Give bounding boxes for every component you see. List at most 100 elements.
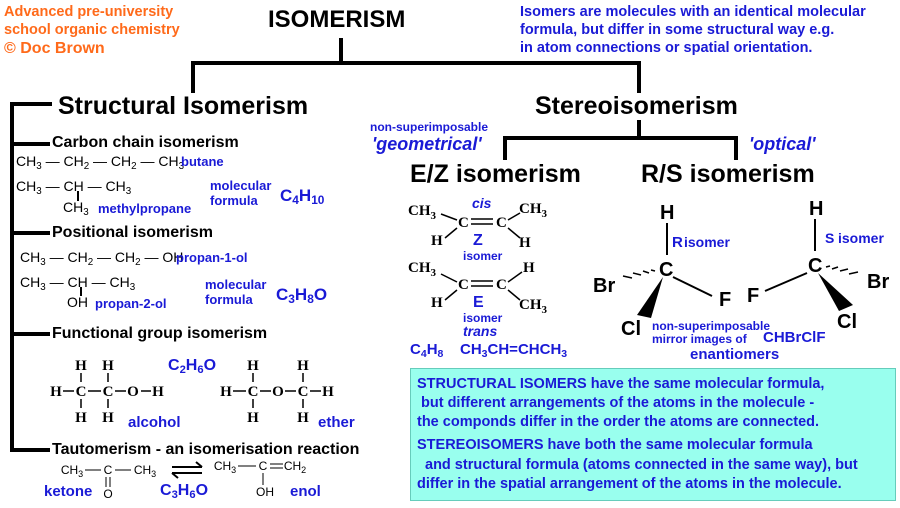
svg-text:H: H bbox=[297, 410, 309, 426]
alcohol-label: alcohol bbox=[128, 414, 181, 431]
optical-label: 'optical' bbox=[749, 134, 816, 154]
positional-mf-label: molecular formula bbox=[205, 277, 267, 307]
stereo-heading: Stereoisomerism bbox=[535, 92, 738, 120]
svg-text:OH: OH bbox=[256, 485, 274, 499]
summary-p1-line2: but different arrangements of the atoms … bbox=[421, 395, 815, 411]
svg-text:isomer: isomer bbox=[838, 230, 884, 246]
credit-line-2: school organic chemistry bbox=[4, 22, 180, 38]
svg-text:C: C bbox=[259, 459, 268, 473]
summary-p1-line1: STRUCTURAL ISOMERS have the same molecul… bbox=[417, 376, 825, 392]
propan2ol-bond bbox=[80, 287, 82, 296]
rs-heading: R/S isomerism bbox=[641, 160, 815, 188]
svg-text:H: H bbox=[297, 358, 309, 374]
functional-mf: C2H6O bbox=[168, 357, 217, 376]
e-isomer-label: isomer bbox=[463, 311, 503, 325]
svg-text:H: H bbox=[431, 233, 443, 249]
credit-line-3: © Doc Brown bbox=[4, 40, 105, 57]
svg-text:H: H bbox=[220, 384, 232, 400]
svg-text:O: O bbox=[103, 487, 112, 501]
propan2ol-label: propan-2-ol bbox=[95, 296, 167, 311]
svg-text:O: O bbox=[272, 384, 284, 400]
svg-text:H: H bbox=[152, 384, 164, 400]
svg-text:Cl: Cl bbox=[837, 311, 857, 333]
ether-label: ether bbox=[318, 414, 355, 431]
summary-box: STRUCTURAL ISOMERS have the same molecul… bbox=[410, 368, 896, 501]
svg-text:C: C bbox=[103, 384, 114, 400]
credit-line-1: Advanced pre-university bbox=[4, 4, 174, 20]
rs-structures: H C Br F Cl H C F Br Cl R isomer bbox=[593, 198, 889, 340]
geometrical-note: non-superimposable bbox=[370, 120, 489, 134]
svg-text:CH3: CH3 bbox=[408, 260, 437, 279]
rs-compound: CHBrClF bbox=[763, 329, 826, 346]
methylpropane-formula: CH3 — CH — CH3 bbox=[16, 178, 132, 197]
methylpropane-bond bbox=[77, 191, 79, 201]
e-label: E bbox=[473, 294, 484, 311]
svg-text:H: H bbox=[75, 410, 87, 426]
svg-text:H: H bbox=[102, 358, 114, 374]
functional-heading: Functional group isomerism bbox=[52, 325, 268, 342]
z-isomer-label: isomer bbox=[463, 249, 503, 263]
definition-line-2: formula, but differ in some structural w… bbox=[520, 22, 835, 38]
rs-note-1: non-superimposable bbox=[652, 319, 771, 333]
svg-text:C: C bbox=[458, 215, 469, 231]
ez-condensed-formula: CH3CH=CHCH3 bbox=[460, 341, 568, 360]
svg-text:CH3: CH3 bbox=[408, 203, 437, 222]
methylpropane-branch: CH3 bbox=[63, 199, 89, 218]
tautomerism-mf: C3H6O bbox=[160, 482, 209, 501]
definition-line-1: Isomers are molecules with an identical … bbox=[520, 4, 866, 20]
z-label: Z bbox=[473, 232, 483, 249]
svg-text:H: H bbox=[519, 235, 531, 251]
definition-line-3: in atom connections or spatial orientati… bbox=[520, 40, 813, 56]
svg-text:R: R bbox=[672, 234, 683, 251]
butane-formula: CH3 — CH2 — CH2 — CH3 bbox=[16, 153, 185, 172]
svg-text:C: C bbox=[76, 384, 87, 400]
svg-text:C: C bbox=[458, 277, 469, 293]
carbon-chain-heading: Carbon chain isomerism bbox=[52, 134, 239, 151]
svg-text:CH3: CH3 bbox=[61, 463, 83, 479]
propan1ol-formula: CH3 — CH2 — CH2 — OH bbox=[20, 249, 184, 268]
svg-text:Br: Br bbox=[867, 271, 889, 293]
svg-text:H: H bbox=[50, 384, 62, 400]
svg-text:H: H bbox=[322, 384, 334, 400]
ez-heading: E/Z isomerism bbox=[410, 160, 581, 188]
svg-text:H: H bbox=[247, 410, 259, 426]
svg-text:H: H bbox=[75, 358, 87, 374]
svg-text:H: H bbox=[660, 202, 674, 224]
svg-text:F: F bbox=[719, 289, 731, 311]
tautomerism-heading: Tautomerism - an isomerisation reaction bbox=[52, 441, 360, 458]
positional-heading: Positional isomerism bbox=[52, 224, 213, 241]
svg-text:C: C bbox=[808, 255, 822, 277]
svg-text:Br: Br bbox=[593, 275, 615, 297]
svg-text:H: H bbox=[102, 410, 114, 426]
geometrical-label: 'geometrical' bbox=[372, 134, 482, 154]
svg-text:CH3: CH3 bbox=[134, 463, 156, 479]
trans-label: trans bbox=[463, 323, 497, 339]
enantiomers-label: enantiomers bbox=[690, 346, 780, 363]
svg-text:C: C bbox=[496, 277, 507, 293]
svg-text:O: O bbox=[127, 384, 139, 400]
carbon-chain-mf: C4H10 bbox=[280, 186, 325, 207]
definition-text: Isomers are molecules with an identical … bbox=[520, 3, 866, 57]
positional-mf: C3H8O bbox=[276, 285, 328, 306]
carbon-chain-mf-label: molecular formula bbox=[210, 178, 272, 208]
summary-p2-line3: differ in the spatial arrangement of the… bbox=[417, 476, 842, 492]
svg-text:CH3: CH3 bbox=[519, 297, 548, 316]
propan1ol-label: propan-1-ol bbox=[176, 250, 248, 265]
svg-text:Cl: Cl bbox=[621, 318, 641, 340]
svg-text:CH2: CH2 bbox=[284, 459, 306, 475]
svg-text:H: H bbox=[247, 358, 259, 374]
page-title: ISOMERISM bbox=[268, 6, 406, 33]
svg-text:isomer: isomer bbox=[684, 234, 730, 250]
methylpropane-label: methylpropane bbox=[98, 201, 192, 216]
svg-text:C: C bbox=[248, 384, 259, 400]
tautomer-structures: CH3 C CH3 O CH3 C CH2 OH bbox=[61, 459, 306, 501]
svg-text:C: C bbox=[496, 215, 507, 231]
enol-label: enol bbox=[290, 483, 321, 500]
svg-text:CH3: CH3 bbox=[214, 459, 236, 475]
summary-p2-line2: and structural formula (atoms connected … bbox=[425, 457, 858, 473]
